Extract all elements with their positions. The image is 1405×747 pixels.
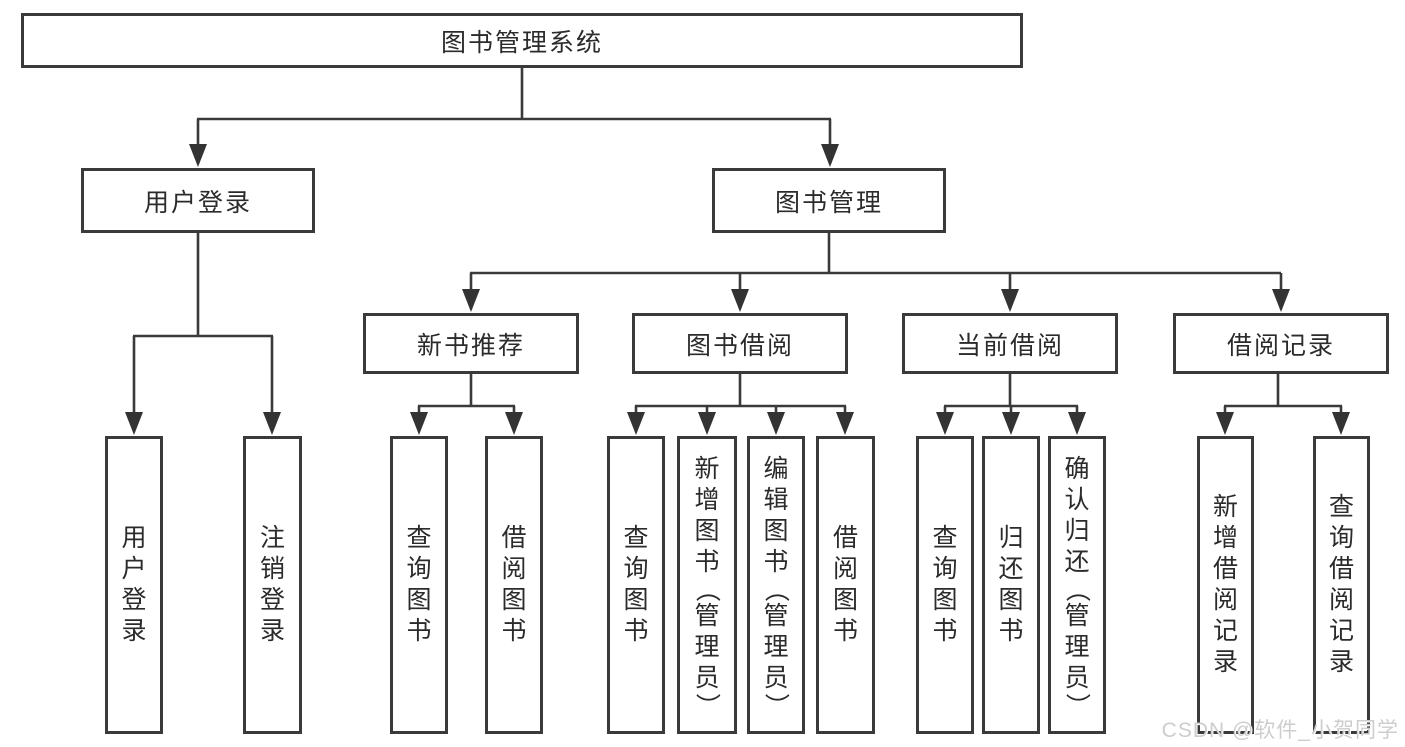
leaf-logout-label: 注销登录 bbox=[259, 524, 285, 645]
leaf-cb-query-books: 查询图书 bbox=[916, 436, 974, 734]
node-borrowing-records: 借阅记录 bbox=[1173, 313, 1389, 374]
leaf-cb-query-books-label: 查询图书 bbox=[932, 524, 958, 645]
leaf-cb-return-books-label: 归还图书 bbox=[998, 524, 1024, 645]
leaf-bb-add-book-admin-label: 新增图书（管理员） bbox=[693, 454, 722, 718]
node-user-login: 用户登录 bbox=[81, 168, 315, 233]
leaf-br-query-record: 查询借阅记录 bbox=[1313, 436, 1370, 734]
leaf-user-login-label: 用户登录 bbox=[121, 524, 147, 645]
leaf-user-login: 用户登录 bbox=[105, 436, 163, 734]
node-book-management: 图书管理 bbox=[712, 168, 946, 233]
leaf-br-add-record: 新增借阅记录 bbox=[1197, 436, 1254, 734]
csdn-watermark: CSDN @软件_小贺同学 bbox=[1161, 719, 1399, 742]
leaf-cb-return-books: 归还图书 bbox=[982, 436, 1040, 734]
leaf-cb-confirm-return-admin: 确认归还（管理员） bbox=[1048, 436, 1106, 734]
leaf-logout: 注销登录 bbox=[243, 436, 302, 734]
leaf-bb-edit-book-admin-label: 编辑图书（管理员） bbox=[762, 454, 791, 718]
leaf-bb-borrow-books: 借阅图书 bbox=[816, 436, 875, 734]
leaf-nbr-borrow-books-label: 借阅图书 bbox=[501, 524, 527, 645]
leaf-bb-query-books: 查询图书 bbox=[607, 436, 665, 734]
leaf-bb-edit-book-admin: 编辑图书（管理员） bbox=[747, 436, 805, 734]
leaf-nbr-query-books-label: 查询图书 bbox=[406, 524, 432, 645]
node-new-book-recommendation: 新书推荐 bbox=[363, 313, 579, 374]
node-current-borrowing: 当前借阅 bbox=[902, 313, 1118, 374]
leaf-br-add-record-label: 新增借阅记录 bbox=[1212, 493, 1238, 676]
leaf-bb-borrow-books-label: 借阅图书 bbox=[832, 524, 858, 645]
node-root: 图书管理系统 bbox=[21, 13, 1023, 68]
leaf-bb-add-book-admin: 新增图书（管理员） bbox=[677, 436, 737, 734]
leaf-br-query-record-label: 查询借阅记录 bbox=[1328, 493, 1354, 676]
leaf-cb-confirm-return-admin-label: 确认归还（管理员） bbox=[1063, 454, 1092, 718]
leaf-bb-query-books-label: 查询图书 bbox=[623, 524, 649, 645]
leaf-nbr-borrow-books: 借阅图书 bbox=[485, 436, 543, 734]
node-book-borrowing: 图书借阅 bbox=[632, 313, 848, 374]
leaf-nbr-query-books: 查询图书 bbox=[390, 436, 448, 734]
